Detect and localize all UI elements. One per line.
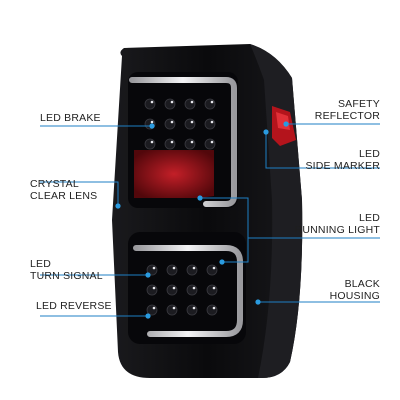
label-black-housing: BLACK HOUSING [329, 278, 380, 302]
label-led-brake: LED BRAKE [40, 112, 101, 124]
brake-red-lens [134, 150, 214, 198]
label-crystal-clear-lens: CRYSTAL CLEAR LENS [30, 178, 98, 202]
callout-led-running-light [200, 197, 380, 239]
callout-lines [40, 123, 380, 317]
label-led-running-light: LED RUNNING LIGHT [294, 212, 380, 236]
lower-running-light-bar [133, 245, 243, 337]
label-led-reverse: LED REVERSE [36, 300, 112, 312]
label-led-turn-signal: LED TURN SIGNAL [30, 258, 103, 282]
label-safety-reflector: SAFETY REFLECTOR [314, 98, 380, 122]
callout-crystal-clear-lens [40, 181, 119, 206]
callout-led-running-light-lower [222, 238, 249, 263]
callout-dots [115, 121, 289, 319]
label-led-side-marker: LED SIDE MARKER [305, 148, 380, 172]
callout-led-side-marker [265, 132, 380, 169]
upper-running-light-bar [129, 77, 237, 207]
